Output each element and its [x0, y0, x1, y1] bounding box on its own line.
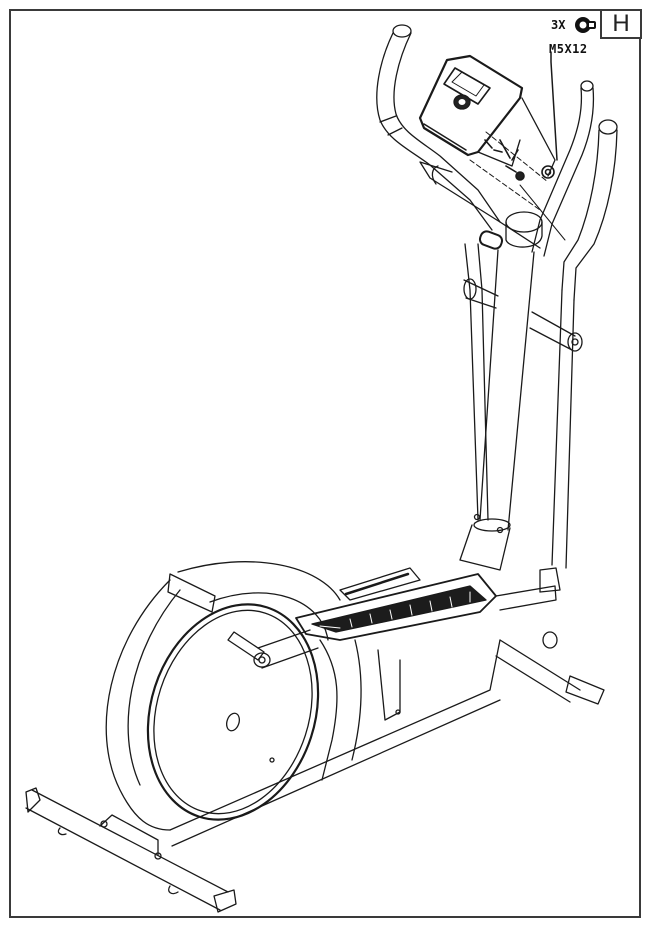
- diagram-frame: [9, 9, 641, 918]
- rear-stabilizer: [496, 632, 604, 704]
- frame-rail: [170, 640, 500, 846]
- flywheel-housing: [106, 562, 361, 842]
- front-stabilizer: [26, 788, 236, 912]
- bolt-icon: [575, 17, 596, 33]
- main-mast: [420, 162, 582, 570]
- step-label: H: [600, 9, 642, 39]
- console: [420, 56, 555, 176]
- spec-leader-line: [551, 52, 557, 160]
- crank-arm: [228, 630, 318, 668]
- left-moving-handlebar: [377, 25, 500, 520]
- right-moving-handlebar: [532, 81, 617, 592]
- hardware-spec: M5X12: [549, 42, 588, 56]
- pedal-platform: [296, 568, 556, 640]
- console-mount-screws: [470, 132, 565, 240]
- hardware-quantity: 3X: [551, 18, 566, 32]
